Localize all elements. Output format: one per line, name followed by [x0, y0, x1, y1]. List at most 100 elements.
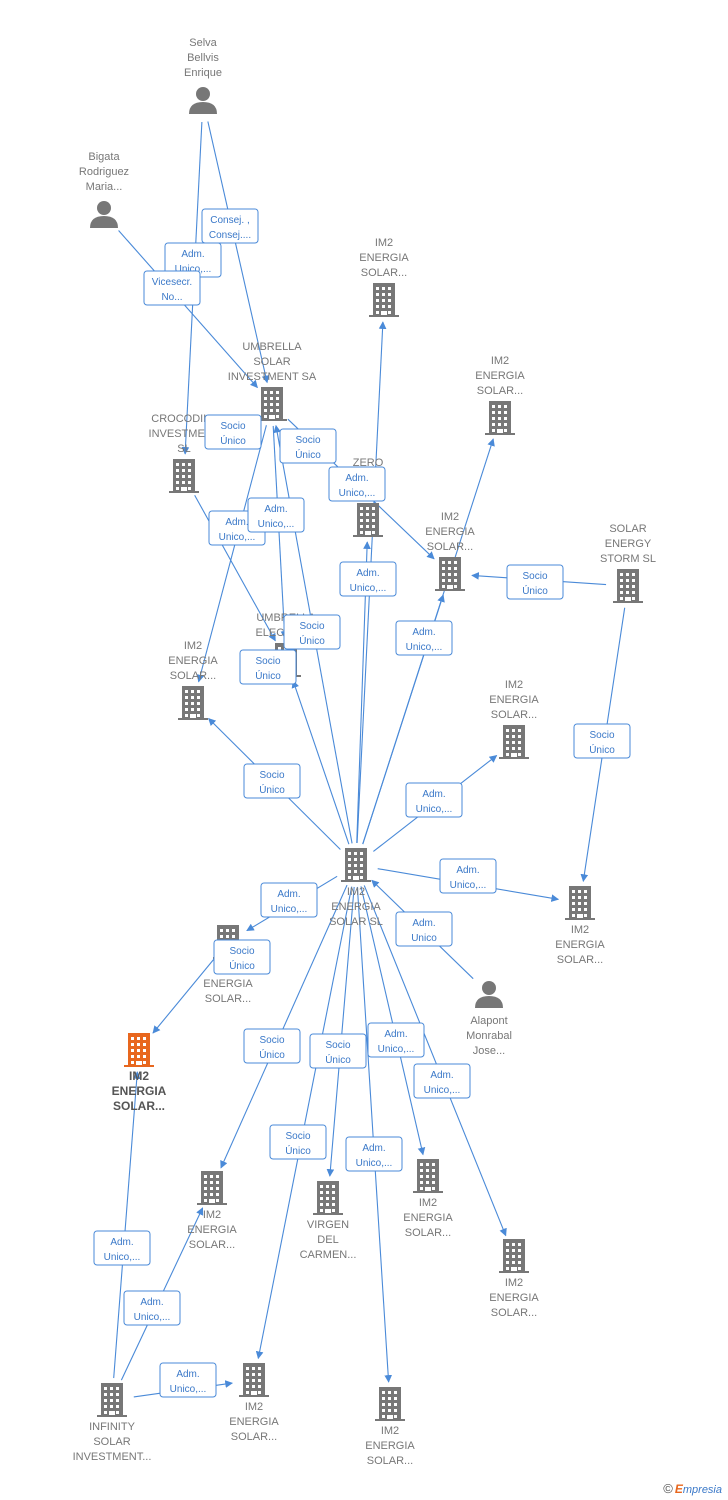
edge-crocodile-to-umbrella_el: [194, 494, 276, 642]
company-node-im2_r1[interactable]: IM2ENERGIASOLAR...: [475, 355, 525, 435]
edge-label-text: Unico,...: [134, 1312, 171, 1323]
node-label: ENERGIA: [365, 1440, 415, 1452]
node-label: IM2: [381, 1425, 399, 1437]
edge-label-text: Socio: [299, 621, 324, 632]
node-label: ENERGIA: [403, 1212, 453, 1224]
edge-label-text: Adm.: [412, 627, 435, 638]
company-node-im2_mid[interactable]: IM2ENERGIASOLAR...: [425, 511, 475, 591]
edge-label[interactable]: Adm.Unico,...: [345, 1136, 403, 1172]
node-label: ENERGIA: [555, 939, 605, 951]
edge-label[interactable]: Adm. Unico,...: [439, 858, 497, 894]
company-node-im2_b2[interactable]: IM2ENERGIASOLAR...: [403, 1159, 453, 1239]
edge-label-text: Adm.: [362, 1143, 385, 1154]
building-icon: [485, 401, 515, 435]
edge-label[interactable]: Vicesecr.No...: [143, 270, 201, 306]
company-node-im2_main[interactable]: IM2ENERGIASOLAR...: [112, 1033, 167, 1113]
edge-label[interactable]: Adm.Unico,...: [395, 620, 453, 656]
edge-label-text: Socio: [325, 1040, 350, 1051]
edge-center-to-virgen: [326, 886, 355, 1177]
edge-label[interactable]: Adm.Unico,...: [260, 882, 318, 918]
node-label: IM2: [505, 679, 523, 691]
edge-label[interactable]: Consej. ,Consej....: [201, 208, 259, 244]
edge-label-text: Socio: [255, 656, 280, 667]
edge-label-text: Socio: [589, 730, 614, 741]
edge-label-text: Vicesecr.: [152, 277, 192, 288]
building-icon: [341, 848, 371, 882]
building-icon: [257, 387, 287, 421]
node-label: IM2: [571, 924, 589, 936]
edge-label[interactable]: Adm.Unico: [395, 911, 453, 947]
node-label: ENERGIA: [112, 1084, 167, 1098]
person-node-bigata[interactable]: BigataRodriguezMaria...: [79, 151, 129, 228]
node-label: SOLAR...: [367, 1455, 413, 1467]
node-label: VIRGEN: [307, 1219, 349, 1231]
person-node-alapont[interactable]: AlapontMonrabalJose...: [466, 981, 512, 1057]
node-label: ENERGIA: [425, 526, 475, 538]
edge-label[interactable]: Adm.Unico,...: [159, 1362, 217, 1398]
edge-label-text: Único: [229, 959, 255, 972]
edge-im2_cl-to-im2_main: [152, 958, 215, 1034]
building-icon: [435, 557, 465, 591]
person-icon: [189, 87, 217, 114]
edge-selva-to-umbrella_inv: [207, 121, 270, 384]
edge-labels-layer: Consej. ,Consej.... Adm. Unico,... Vicesecr…: [93, 208, 631, 1398]
edge-label-text: Adm.: [456, 865, 479, 876]
edge-label-text: Unico,...: [450, 880, 487, 891]
edge-label-text: Unico,...: [104, 1252, 141, 1263]
node-label: CROCODILE: [151, 413, 216, 425]
edge-label-text: Unico,...: [378, 1044, 415, 1055]
node-label: SOLAR...: [491, 709, 537, 721]
company-node-im2_b3[interactable]: IM2ENERGIASOLAR...: [489, 1239, 539, 1319]
node-label: Rodriguez: [79, 166, 129, 178]
edge-label[interactable]: Adm.Unico,...: [367, 1022, 425, 1058]
edge-label[interactable]: Adm.Unico,...: [123, 1290, 181, 1326]
edge-label-text: Unico,...: [258, 519, 295, 530]
company-node-im2_left[interactable]: IM2ENERGIASOLAR...: [168, 640, 218, 720]
edge-label-text: Consej....: [209, 230, 251, 241]
edge-label[interactable]: Adm.Unico,...: [405, 782, 463, 818]
node-label: Enrique: [184, 67, 222, 79]
building-icon: [499, 1239, 529, 1273]
company-node-im2_b4[interactable]: IM2ENERGIASOLAR...: [229, 1363, 279, 1443]
company-node-im2_top[interactable]: IM2ENERGIASOLAR...: [359, 237, 409, 317]
node-label: IM2: [505, 1277, 523, 1289]
edge-label-text: Adm.: [110, 1237, 133, 1248]
edge-label[interactable]: Adm.Unico,...: [339, 561, 397, 597]
edge-label[interactable]: Adm. Unico,...: [93, 1230, 151, 1266]
edge-label-text: Socio: [259, 770, 284, 781]
building-icon: [613, 569, 643, 603]
building-icon: [499, 725, 529, 759]
node-label: ENERGIA: [475, 370, 525, 382]
company-node-infinity[interactable]: INFINITYSOLARINVESTMENT...: [73, 1383, 152, 1463]
edge-label[interactable]: Adm.Unico,...: [413, 1063, 471, 1099]
edge-label[interactable]: Adm.Unico,...: [328, 466, 386, 502]
company-node-virgen[interactable]: VIRGENDELCARMEN...: [300, 1181, 357, 1261]
company-node-im2_r2[interactable]: IM2ENERGIASOLAR...: [489, 679, 539, 759]
edge-label[interactable]: Adm.Unico,...: [247, 497, 305, 533]
company-node-im2_b1[interactable]: IM2ENERGIASOLAR...: [187, 1171, 237, 1251]
company-node-im2_r3[interactable]: IM2ENERGIASOLAR...: [555, 886, 605, 966]
edge-center-to-im2_b3: [363, 885, 507, 1237]
node-label: ENERGY: [605, 538, 652, 550]
node-label: Alapont: [470, 1015, 507, 1027]
edge-label-text: Socio: [285, 1131, 310, 1142]
node-label: IM2: [129, 1069, 149, 1083]
node-label: INFINITY: [89, 1421, 135, 1433]
